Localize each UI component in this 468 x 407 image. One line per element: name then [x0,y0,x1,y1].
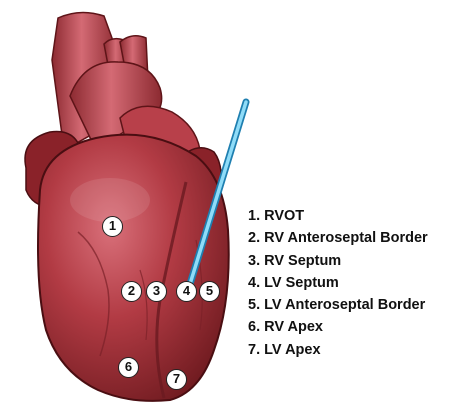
legend: 1. RVOT 2. RV Anteroseptal Border 3. RV … [248,205,428,361]
marker-lv-anteroseptal-border: 5 [199,281,220,302]
legend-item-rv-apex: 6. RV Apex [248,316,428,338]
legend-item-lv-anteroseptal-border: 5. LV Anteroseptal Border [248,294,428,316]
legend-item-rvot: 1. RVOT [248,205,428,227]
legend-item-rv-septum: 3. RV Septum [248,250,428,272]
marker-lv-septum: 4 [176,281,197,302]
marker-rv-apex: 6 [118,357,139,378]
marker-rvot: 1 [102,216,123,237]
legend-item-lv-septum: 4. LV Septum [248,272,428,294]
legend-item-lv-apex: 7. LV Apex [248,339,428,361]
marker-rv-septum: 3 [146,281,167,302]
legend-item-rv-anteroseptal-border: 2. RV Anteroseptal Border [248,227,428,249]
marker-rv-anteroseptal-border: 2 [121,281,142,302]
marker-lv-apex: 7 [166,369,187,390]
